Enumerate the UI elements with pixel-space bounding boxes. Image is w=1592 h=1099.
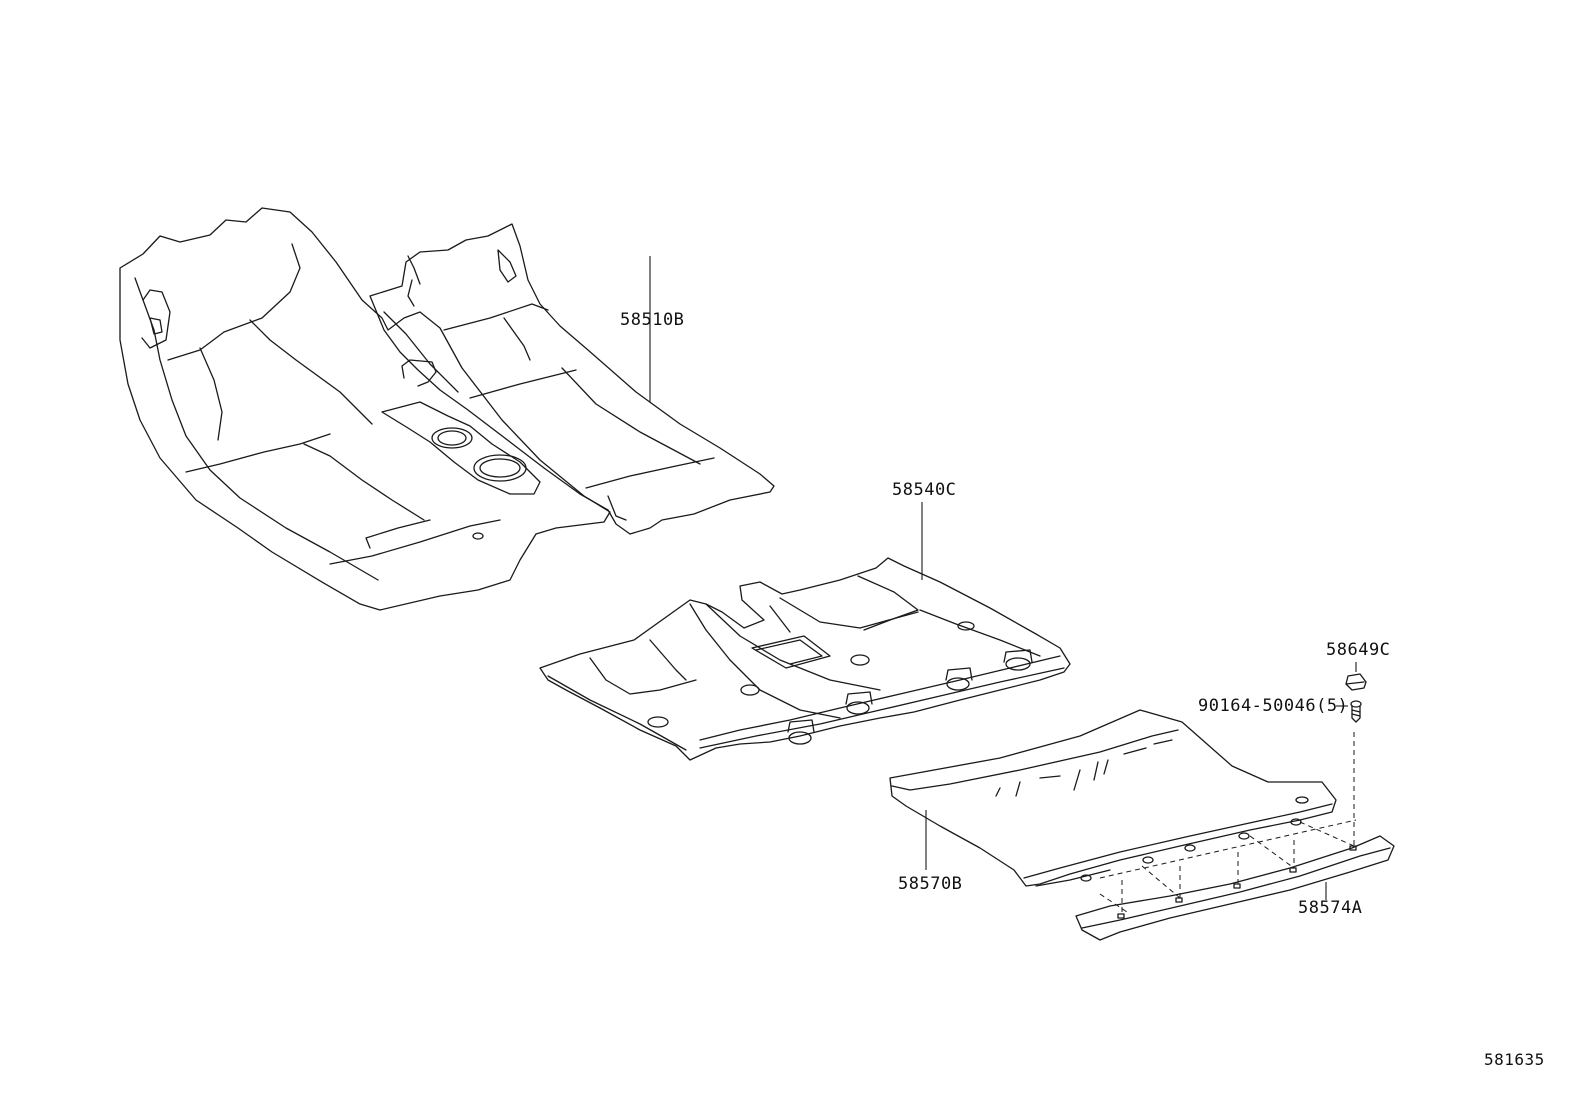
label-screw[interactable]: 90164-50046(5) <box>1198 696 1349 716</box>
luggage-compartment-mat-drawing <box>889 709 1337 887</box>
figure-id: 581635 <box>1484 1050 1545 1069</box>
leader-lines <box>649 256 1357 900</box>
clip-drawing <box>1345 673 1367 691</box>
label-luggage-mat-clip[interactable]: 58649C <box>1326 640 1391 660</box>
rear-floor-carpet-drawing <box>539 557 1071 761</box>
label-luggage-compartment-mat[interactable]: 58570B <box>898 874 963 894</box>
mat-cover-drawing <box>1075 835 1395 941</box>
label-mat-cover[interactable]: 58574A <box>1298 898 1363 918</box>
alignment-dashes <box>1099 732 1357 915</box>
label-front-floor-carpet[interactable]: 58510B <box>620 310 685 330</box>
front-floor-carpet-drawing <box>119 207 775 611</box>
label-rear-floor-carpet[interactable]: 58540C <box>892 480 957 500</box>
screw-drawing <box>1350 700 1362 723</box>
